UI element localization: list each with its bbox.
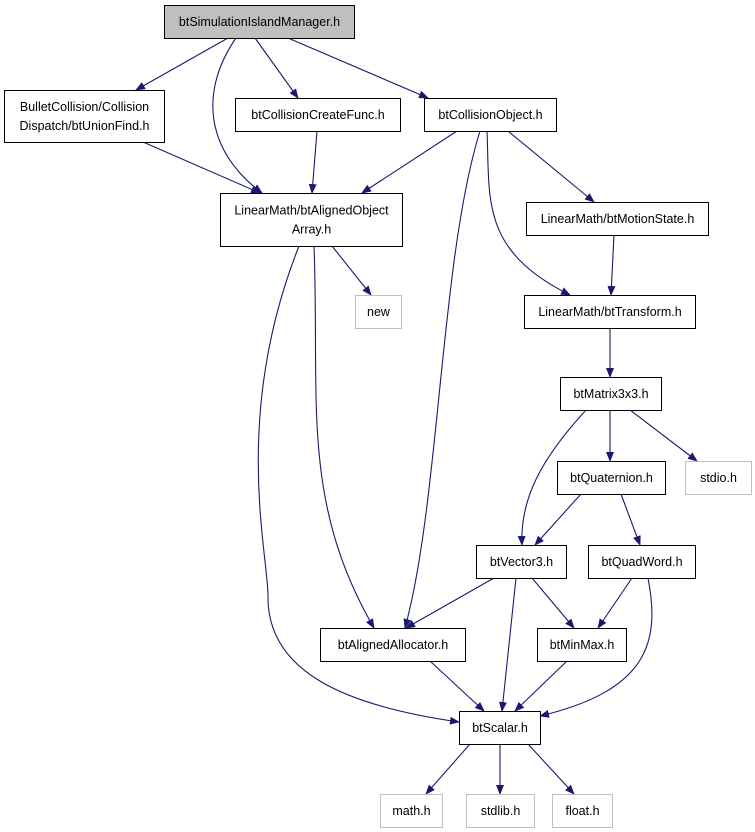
node-unionfind[interactable]: BulletCollision/CollisionDispatch/btUnio… — [4, 90, 165, 143]
node-label-math: math.h — [392, 804, 430, 818]
edge-collobj-to-motionstate — [507, 130, 595, 203]
node-box-vector3 — [476, 545, 567, 579]
node-label-alignedarray-line-1: LinearMath/btAlignedObject — [234, 204, 389, 218]
edge-alignedarray-to-new — [331, 245, 372, 296]
node-label-transform: LinearMath/btTransform.h — [538, 305, 681, 319]
edge-createfunc-to-alignedarray — [308, 130, 318, 194]
node-math[interactable]: math.h — [380, 794, 443, 828]
edge-vector3-to-allocator — [405, 577, 495, 629]
node-box-transform — [524, 295, 696, 329]
node-label-motionstate: LinearMath/btMotionState.h — [541, 212, 695, 226]
node-transform[interactable]: LinearMath/btTransform.h — [524, 295, 696, 329]
edge-quadword-to-scalar — [539, 577, 653, 718]
node-label-unionfind-line-1: BulletCollision/Collision — [20, 100, 149, 114]
node-label-allocator: btAlignedAllocator.h — [338, 638, 449, 652]
node-label-stdio: stdio.h — [700, 471, 737, 485]
node-minmax[interactable]: btMinMax.h — [537, 628, 627, 662]
edge-scalar-to-math — [425, 743, 471, 795]
edge-root-to-unionfind — [135, 37, 229, 91]
edge-vector3-to-scalar — [498, 577, 517, 712]
node-box-math — [380, 794, 443, 828]
edge-matrix-to-stdio — [629, 409, 698, 462]
edge-vector3-to-minmax — [531, 577, 575, 629]
node-stdlib[interactable]: stdlib.h — [466, 794, 535, 828]
node-new[interactable]: new — [355, 295, 402, 329]
node-scalar[interactable]: btScalar.h — [459, 711, 541, 745]
edge-alignedarray-to-allocator — [313, 245, 375, 629]
node-vector3[interactable]: btVector3.h — [476, 545, 567, 579]
node-box-createfunc — [235, 98, 401, 132]
node-label-root: btSimulationIslandManager.h — [179, 15, 340, 29]
edge-collobj-to-transform — [486, 130, 571, 296]
node-label-float: float.h — [565, 804, 599, 818]
edge-motionstate-to-transform — [607, 234, 616, 296]
node-stdio[interactable]: stdio.h — [685, 461, 752, 495]
node-box-stdlib — [466, 794, 535, 828]
edge-root-to-alignedarray — [212, 37, 263, 194]
node-label-new: new — [367, 305, 391, 319]
node-box-minmax — [537, 628, 627, 662]
edge-root-to-collobj — [287, 37, 429, 99]
node-float[interactable]: float.h — [552, 794, 613, 828]
node-createfunc[interactable]: btCollisionCreateFunc.h — [235, 98, 401, 132]
node-label-minmax: btMinMax.h — [550, 638, 615, 652]
edge-root-to-createfunc — [254, 37, 299, 99]
node-label-unionfind-line-2: Dispatch/btUnionFind.h — [20, 119, 150, 133]
edge-quaternion-to-quadword — [620, 493, 641, 546]
node-root[interactable]: btSimulationIslandManager.h — [164, 5, 355, 39]
node-box-scalar — [459, 711, 541, 745]
node-label-createfunc: btCollisionCreateFunc.h — [251, 108, 384, 122]
nodes-layer: btSimulationIslandManager.hBulletCollisi… — [4, 5, 752, 828]
edge-unionfind-to-alignedarray — [142, 141, 261, 194]
edges-layer — [135, 37, 698, 795]
node-box-quadword — [588, 545, 696, 579]
node-label-matrix: btMatrix3x3.h — [573, 387, 648, 401]
node-box-quaternion — [557, 461, 666, 495]
node-box-root — [164, 5, 355, 39]
edge-alignedarray-to-scalar — [257, 245, 460, 725]
node-quadword[interactable]: btQuadWord.h — [588, 545, 696, 579]
node-box-alignedarray — [220, 193, 403, 247]
node-label-stdlib: stdlib.h — [481, 804, 521, 818]
node-box-unionfind — [4, 90, 165, 143]
node-label-scalar: btScalar.h — [472, 721, 528, 735]
node-label-quaternion: btQuaternion.h — [570, 471, 653, 485]
node-box-matrix — [560, 377, 662, 411]
node-box-float — [552, 794, 613, 828]
node-allocator[interactable]: btAlignedAllocator.h — [320, 628, 466, 662]
node-box-allocator — [320, 628, 466, 662]
node-label-collobj: btCollisionObject.h — [438, 108, 542, 122]
node-matrix[interactable]: btMatrix3x3.h — [560, 377, 662, 411]
edge-minmax-to-scalar — [514, 660, 568, 712]
node-label-alignedarray-line-2: Array.h — [292, 223, 331, 237]
node-quaternion[interactable]: btQuaternion.h — [557, 461, 666, 495]
edge-collobj-to-alignedarray — [361, 130, 458, 194]
node-collobj[interactable]: btCollisionObject.h — [424, 98, 557, 132]
node-motionstate[interactable]: LinearMath/btMotionState.h — [526, 202, 709, 236]
edge-quaternion-to-vector3 — [534, 493, 582, 546]
edge-matrix-to-vector3 — [517, 409, 587, 546]
edge-collobj-to-allocator — [403, 130, 481, 629]
edge-quadword-to-minmax — [597, 577, 633, 629]
edge-scalar-to-float — [527, 743, 575, 795]
node-box-collobj — [424, 98, 557, 132]
node-box-motionstate — [526, 202, 709, 236]
node-label-vector3: btVector3.h — [490, 555, 553, 569]
edge-allocator-to-scalar — [429, 660, 485, 712]
node-label-quadword: btQuadWord.h — [601, 555, 682, 569]
node-box-new — [355, 295, 402, 329]
node-box-stdio — [685, 461, 752, 495]
